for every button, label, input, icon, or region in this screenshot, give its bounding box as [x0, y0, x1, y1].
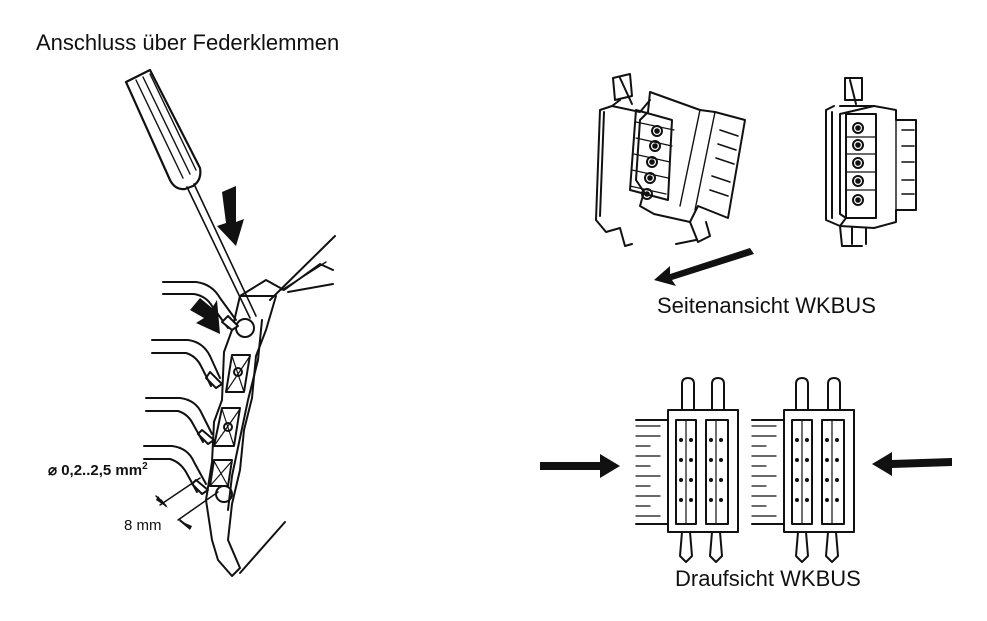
dimension-arrow-right-icon: [178, 520, 192, 530]
wires: [143, 281, 239, 495]
wire-diameter-text: ⌀ 0,2..2,5 mm: [48, 462, 143, 479]
screwdriver-icon: [124, 68, 257, 319]
slide-arrow-icon: [654, 248, 754, 286]
dimension-arrow-left-icon: [156, 496, 168, 508]
wire-diameter-label: ⌀ 0,2..2,5 mm2: [48, 461, 148, 479]
insert-arrow-icon: [190, 298, 220, 334]
strip-length-label: 8 mm: [124, 517, 162, 534]
spring-terminal-block: [205, 235, 336, 577]
side-view-module-tilted: [595, 73, 746, 247]
arrow-right-icon: [540, 454, 620, 478]
side-view-caption: Seitenansicht WKBUS: [657, 293, 876, 318]
push-arrow-icon: [217, 186, 244, 246]
wire-diameter-superscript: 2: [142, 461, 148, 472]
side-view-module-straight: [825, 77, 917, 247]
top-view-module-right: [751, 377, 855, 563]
arrow-left-icon: [872, 452, 952, 476]
top-view-module-left: [635, 377, 739, 563]
top-view-caption: Draufsicht WKBUS: [675, 566, 861, 591]
diagram-title: Anschluss über Federklemmen: [36, 30, 340, 55]
